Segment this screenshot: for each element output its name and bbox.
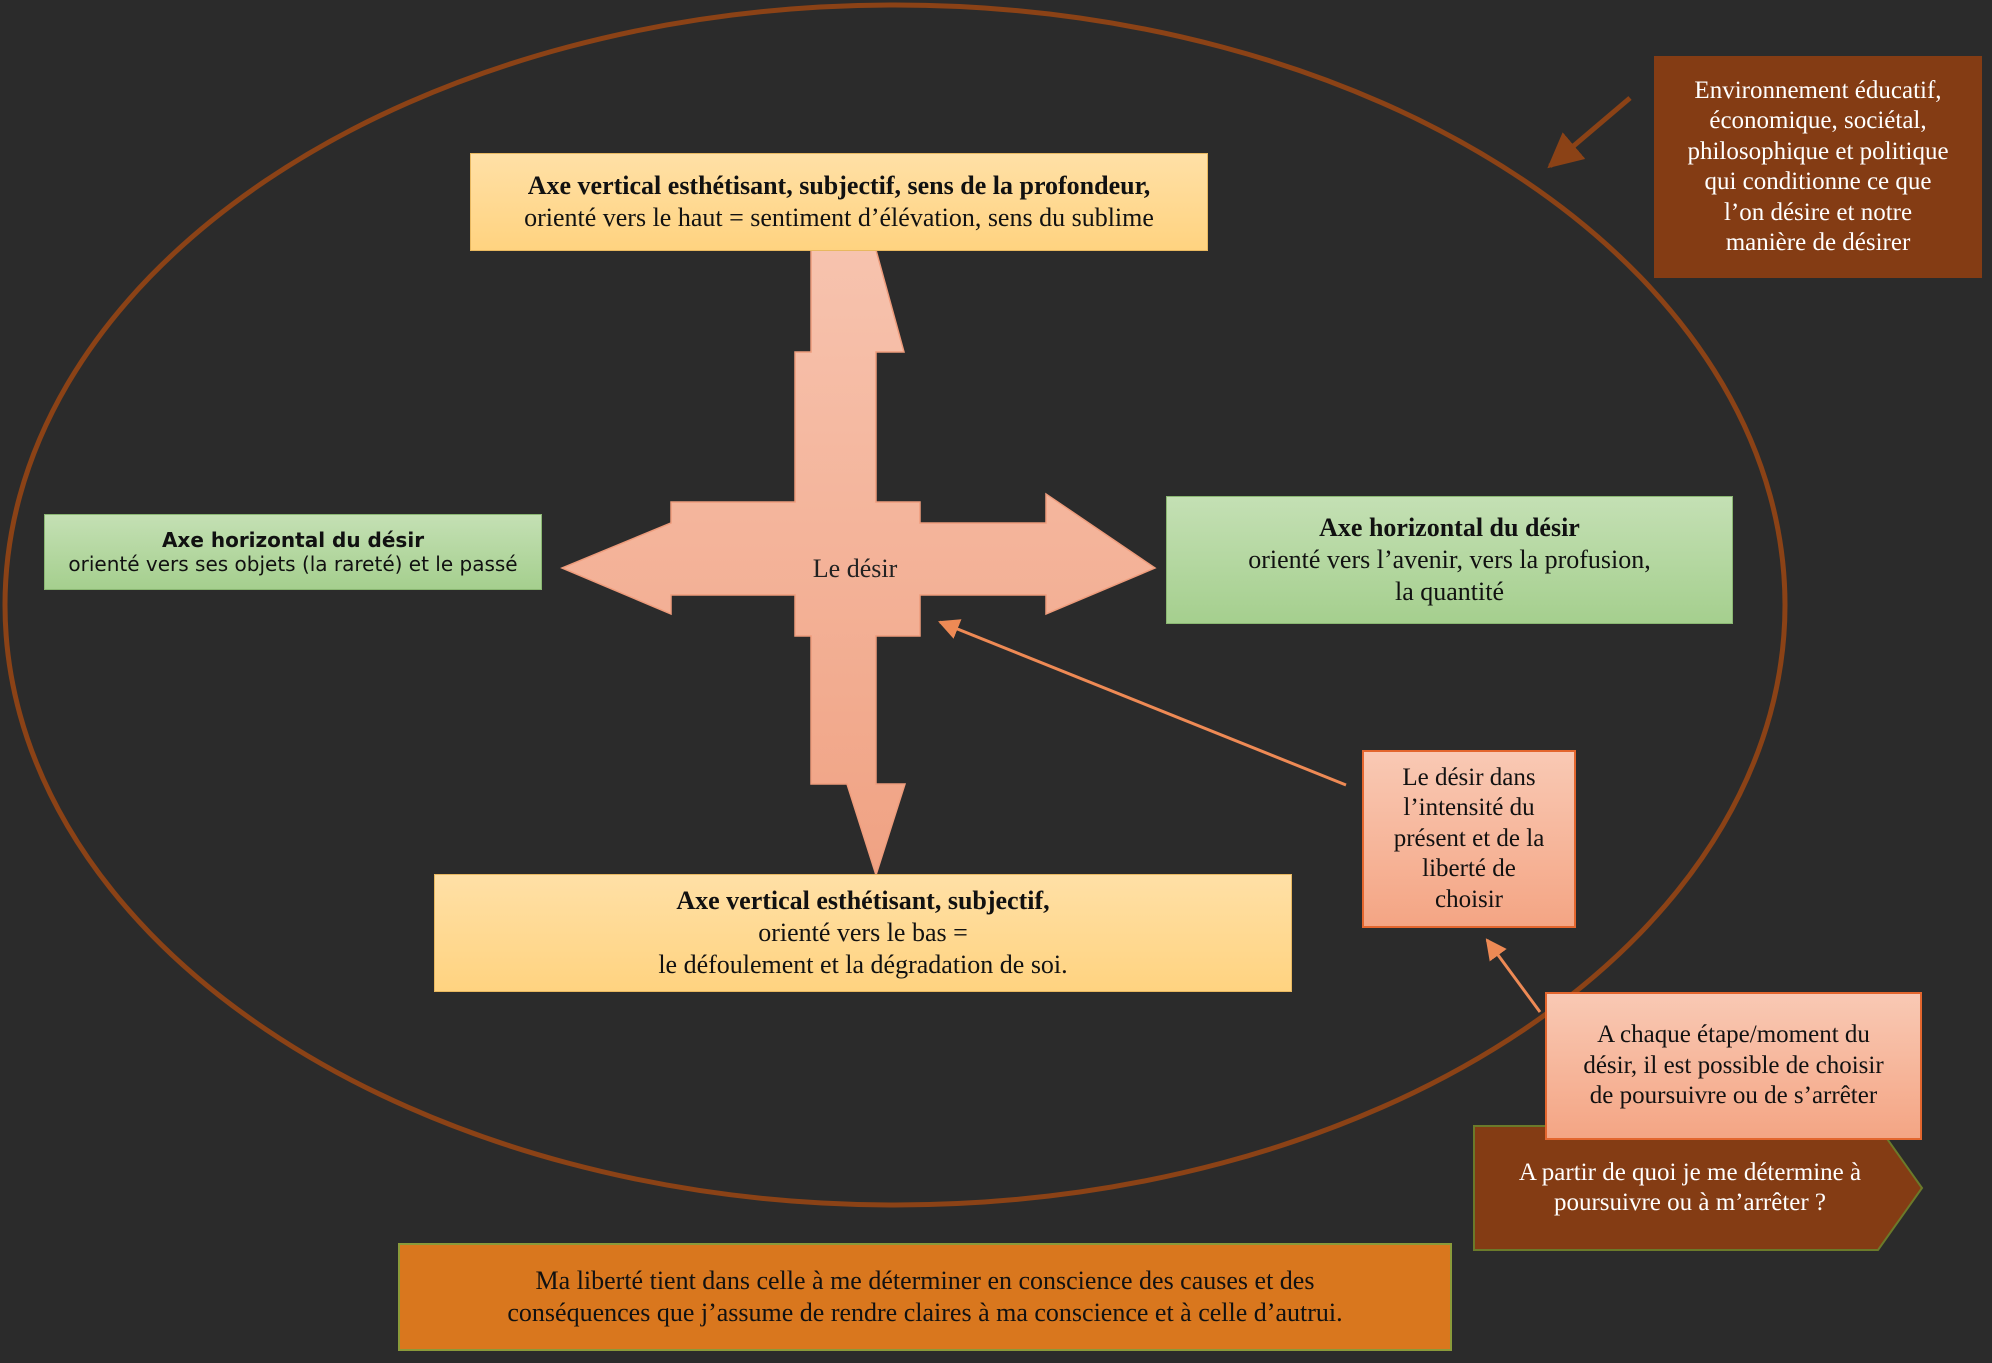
- center-label: Le désir: [812, 554, 898, 583]
- present-line: Le désir dans: [1402, 763, 1536, 791]
- freedom-line: conséquences que j’assume de rendre clai…: [507, 1298, 1343, 1327]
- left-box-title: Axe horizontal du désir: [161, 527, 425, 552]
- top-box-title: Axe vertical esthétisant, subjectif, sen…: [527, 171, 1151, 201]
- present-desire-box: Le désir dans l’intensité du présent et …: [1362, 750, 1576, 928]
- arrow-step-to-present: [1485, 938, 1542, 1013]
- step-line: désir, il est possible de choisir: [1583, 1051, 1884, 1079]
- present-line: choisir: [1434, 885, 1504, 913]
- step-choice-box: A chaque étape/moment du désir, il est p…: [1545, 992, 1922, 1140]
- step-line: A chaque étape/moment du: [1597, 1021, 1870, 1049]
- environment-ellipse: [2, 2, 1788, 1208]
- environment-line: économique, sociétal,: [1709, 107, 1927, 134]
- top-box-subtitle: orienté vers le haut = sentiment d’éléva…: [524, 203, 1154, 232]
- present-line: présent et de la: [1393, 824, 1545, 852]
- question-text: A partir de quoi je me détermine à pours…: [1480, 1126, 1900, 1250]
- environment-line: manière de désirer: [1725, 229, 1911, 256]
- right-horizontal-axis-box: Axe horizontal du désir orienté vers l’a…: [1166, 496, 1733, 624]
- freedom-box: Ma liberté tient dans celle à me détermi…: [398, 1243, 1452, 1351]
- arrow-environment-to-ellipse: [1547, 96, 1632, 169]
- environment-box: Environnement éducatif, économique, soci…: [1654, 56, 1982, 278]
- step-line: de poursuivre ou de s’arrêter: [1589, 1082, 1878, 1110]
- question-line: poursuivre ou à m’arrêter ?: [1553, 1189, 1827, 1216]
- environment-line: Environnement éducatif,: [1694, 76, 1942, 104]
- question-line: A partir de quoi je me détermine à: [1518, 1158, 1862, 1186]
- bottom-box-line2: orienté vers le bas =: [758, 918, 968, 948]
- present-line: l’intensité du: [1403, 794, 1535, 822]
- environment-line: qui conditionne ce que: [1704, 168, 1932, 195]
- bottom-box-title: Axe vertical esthétisant, subjectif,: [676, 886, 1050, 916]
- right-box-line2: orienté vers l’avenir, vers la profusion…: [1248, 545, 1651, 575]
- present-line: liberté de: [1422, 855, 1516, 883]
- environment-line: philosophique et politique: [1687, 137, 1949, 165]
- bottom-vertical-axis-box: Axe vertical esthétisant, subjectif, ori…: [434, 874, 1292, 992]
- freedom-line: Ma liberté tient dans celle à me détermi…: [535, 1266, 1315, 1296]
- right-box-line3: la quantité: [1394, 576, 1504, 606]
- right-box-title: Axe horizontal du désir: [1319, 513, 1580, 543]
- arrow-present-to-center: [938, 619, 1347, 787]
- top-vertical-axis-box: Axe vertical esthétisant, subjectif, sen…: [470, 153, 1208, 251]
- environment-line: l’on désire et notre: [1723, 198, 1913, 226]
- bottom-box-line3: le défoulement et la dégradation de soi.: [658, 949, 1068, 979]
- four-way-arrow: [560, 249, 1157, 878]
- left-horizontal-axis-box: Axe horizontal du désir orienté vers ses…: [44, 514, 542, 590]
- left-box-subtitle: orienté vers ses objets (la rareté) et l…: [68, 552, 518, 576]
